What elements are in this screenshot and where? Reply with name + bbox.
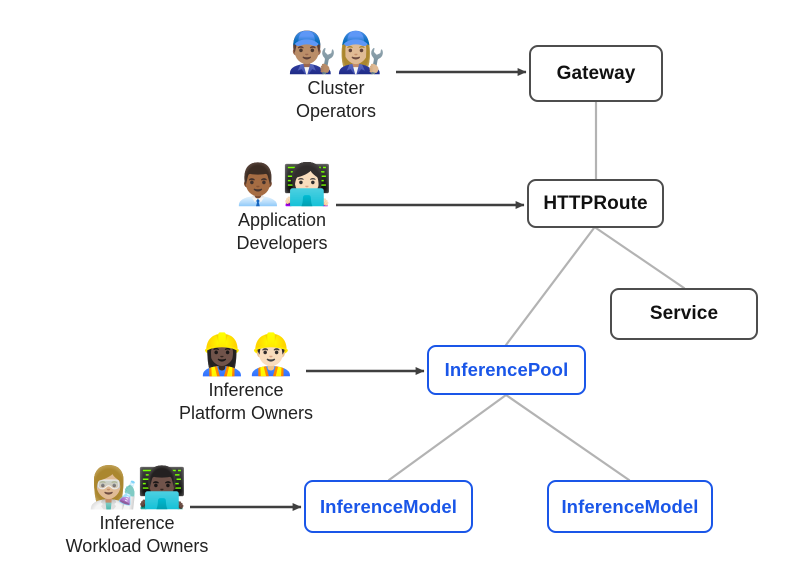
edge-httproute-inferencepool xyxy=(504,226,596,347)
node-gateway[interactable]: Gateway xyxy=(529,45,663,102)
actor-inference-platform-owners-label: Inference Platform Owners xyxy=(178,380,314,423)
woman-construction-worker-icon man-construction-worker-icon: 👷🏿‍♀️👷🏻‍♂️ xyxy=(197,333,296,377)
actor-cluster-operators: 👨🏽‍🔧👩🏼‍🔧 Cluster Operators xyxy=(266,30,406,123)
man-mechanic-icon woman-mechanic-icon: 👨🏽‍🔧👩🏼‍🔧 xyxy=(287,31,386,75)
node-inferencepool-label: InferencePool xyxy=(444,359,569,380)
man-office-worker-icon woman-technologist-icon: 👨🏾‍💼👩🏻‍💻 xyxy=(233,163,332,207)
actor-inference-workload-owners-label: Inference Workload Owners xyxy=(65,513,209,556)
actor-cluster-operators-label: Cluster Operators xyxy=(295,78,377,121)
node-inferencemodel-right[interactable]: InferenceModel xyxy=(547,480,713,533)
actor-inference-platform-owners: 👷🏿‍♀️👷🏻‍♂️ Inference Platform Owners xyxy=(163,332,329,425)
node-httproute[interactable]: HTTPRoute xyxy=(527,179,664,228)
edge-inferencepool-model-right xyxy=(504,393,631,482)
node-inferencemodel-right-label: InferenceModel xyxy=(561,495,699,517)
actor-application-developers: 👨🏾‍💼👩🏻‍💻 Application Developers xyxy=(207,162,357,255)
node-service[interactable]: Service xyxy=(610,288,758,340)
actor-inference-workload-owners: 👩🏼‍🔬👨🏿‍💻 Inference Workload Owners xyxy=(45,465,229,558)
edge-inferencepool-model-left xyxy=(387,393,508,482)
actor-application-developers-label: Application Developers xyxy=(236,210,328,253)
node-gateway-label: Gateway xyxy=(556,62,636,84)
node-inferencepool[interactable]: InferencePool xyxy=(427,345,586,395)
node-inferencemodel-left[interactable]: InferenceModel xyxy=(304,480,473,533)
woman-scientist-icon man-technologist-icon: 👩🏼‍🔬👨🏿‍💻 xyxy=(88,466,187,510)
edge-httproute-service xyxy=(594,226,686,290)
node-service-label: Service xyxy=(649,303,719,324)
node-httproute-label: HTTPRoute xyxy=(543,192,648,214)
node-inferencemodel-left-label: InferenceModel xyxy=(319,495,458,517)
